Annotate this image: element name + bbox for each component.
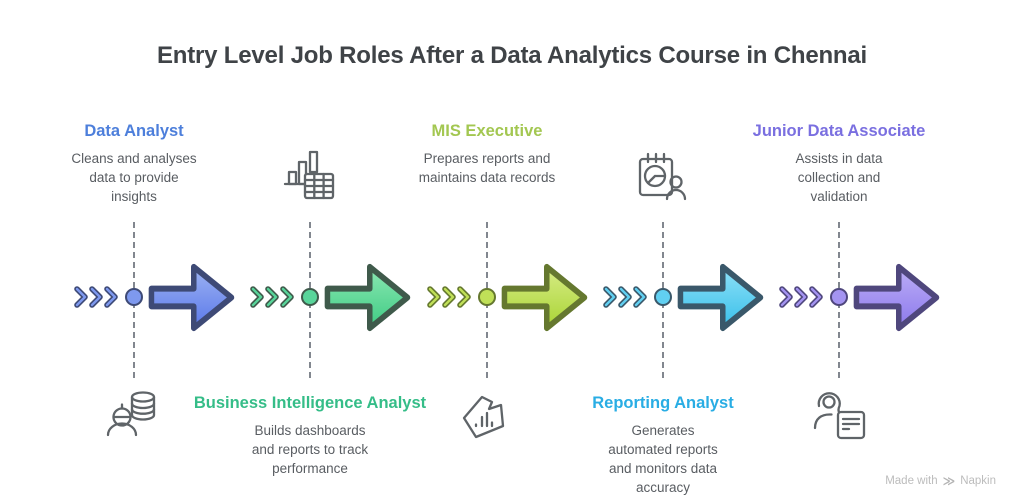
- page-title: Entry Level Job Roles After a Data Analy…: [156, 42, 867, 69]
- made-with-credit: Made with ≫ Napkin: [885, 474, 996, 488]
- timeline-node: [654, 288, 672, 306]
- timeline-node: [301, 288, 319, 306]
- credit-brand: Napkin: [960, 475, 996, 487]
- role-description: Prepares reports and maintains data reco…: [418, 151, 556, 185]
- triple-chevron-icon: [427, 286, 471, 308]
- role-block-data-analyst: Data Analyst Cleans and analyses data to…: [0, 122, 284, 207]
- triple-chevron-icon: [779, 286, 823, 308]
- flow-arrow-icon: [853, 263, 940, 332]
- role-title: Reporting Analyst: [592, 394, 734, 412]
- flow-arrow-icon: [501, 263, 588, 332]
- timeline-node: [125, 288, 143, 306]
- role-title: Junior Data Associate: [752, 122, 926, 140]
- role-block-mis-executive: MIS Executive Prepares reports and maint…: [337, 122, 637, 188]
- timeline-node: [478, 288, 496, 306]
- engineer-database-icon: [106, 391, 156, 437]
- role-description: Generates automated reports and monitors…: [608, 423, 718, 495]
- flow-arrow-icon: [677, 263, 764, 332]
- role-block-junior-data-associate: Junior Data Associate Assists in data co…: [689, 122, 989, 207]
- napkin-logo-icon: ≫: [942, 474, 956, 488]
- triple-chevron-icon: [603, 286, 647, 308]
- role-block-reporting-analyst: Reporting Analyst Generates automated re…: [513, 394, 813, 498]
- flow-arrow-icon: [148, 263, 235, 332]
- role-description: Builds dashboards and reports to track p…: [251, 423, 369, 476]
- role-description: Cleans and analyses data to provide insi…: [71, 151, 197, 204]
- role-title: Business Intelligence Analyst: [193, 394, 427, 412]
- credit-text: Made with: [885, 475, 938, 487]
- role-title: Data Analyst: [84, 122, 184, 140]
- triple-chevron-icon: [74, 286, 118, 308]
- bar-chart-table-icon: [283, 150, 335, 200]
- calendar-pie-person-icon: [638, 152, 687, 201]
- role-block-business-intelligence-analyst: Business Intelligence Analyst Builds das…: [160, 394, 460, 479]
- flow-arrow-icon: [324, 263, 411, 332]
- triple-chevron-icon: [250, 286, 294, 308]
- role-description: Assists in data collection and validatio…: [795, 151, 883, 204]
- timeline-node: [830, 288, 848, 306]
- gem-chart-icon: [462, 395, 505, 439]
- person-document-icon: [813, 392, 866, 440]
- role-title: MIS Executive: [431, 122, 543, 140]
